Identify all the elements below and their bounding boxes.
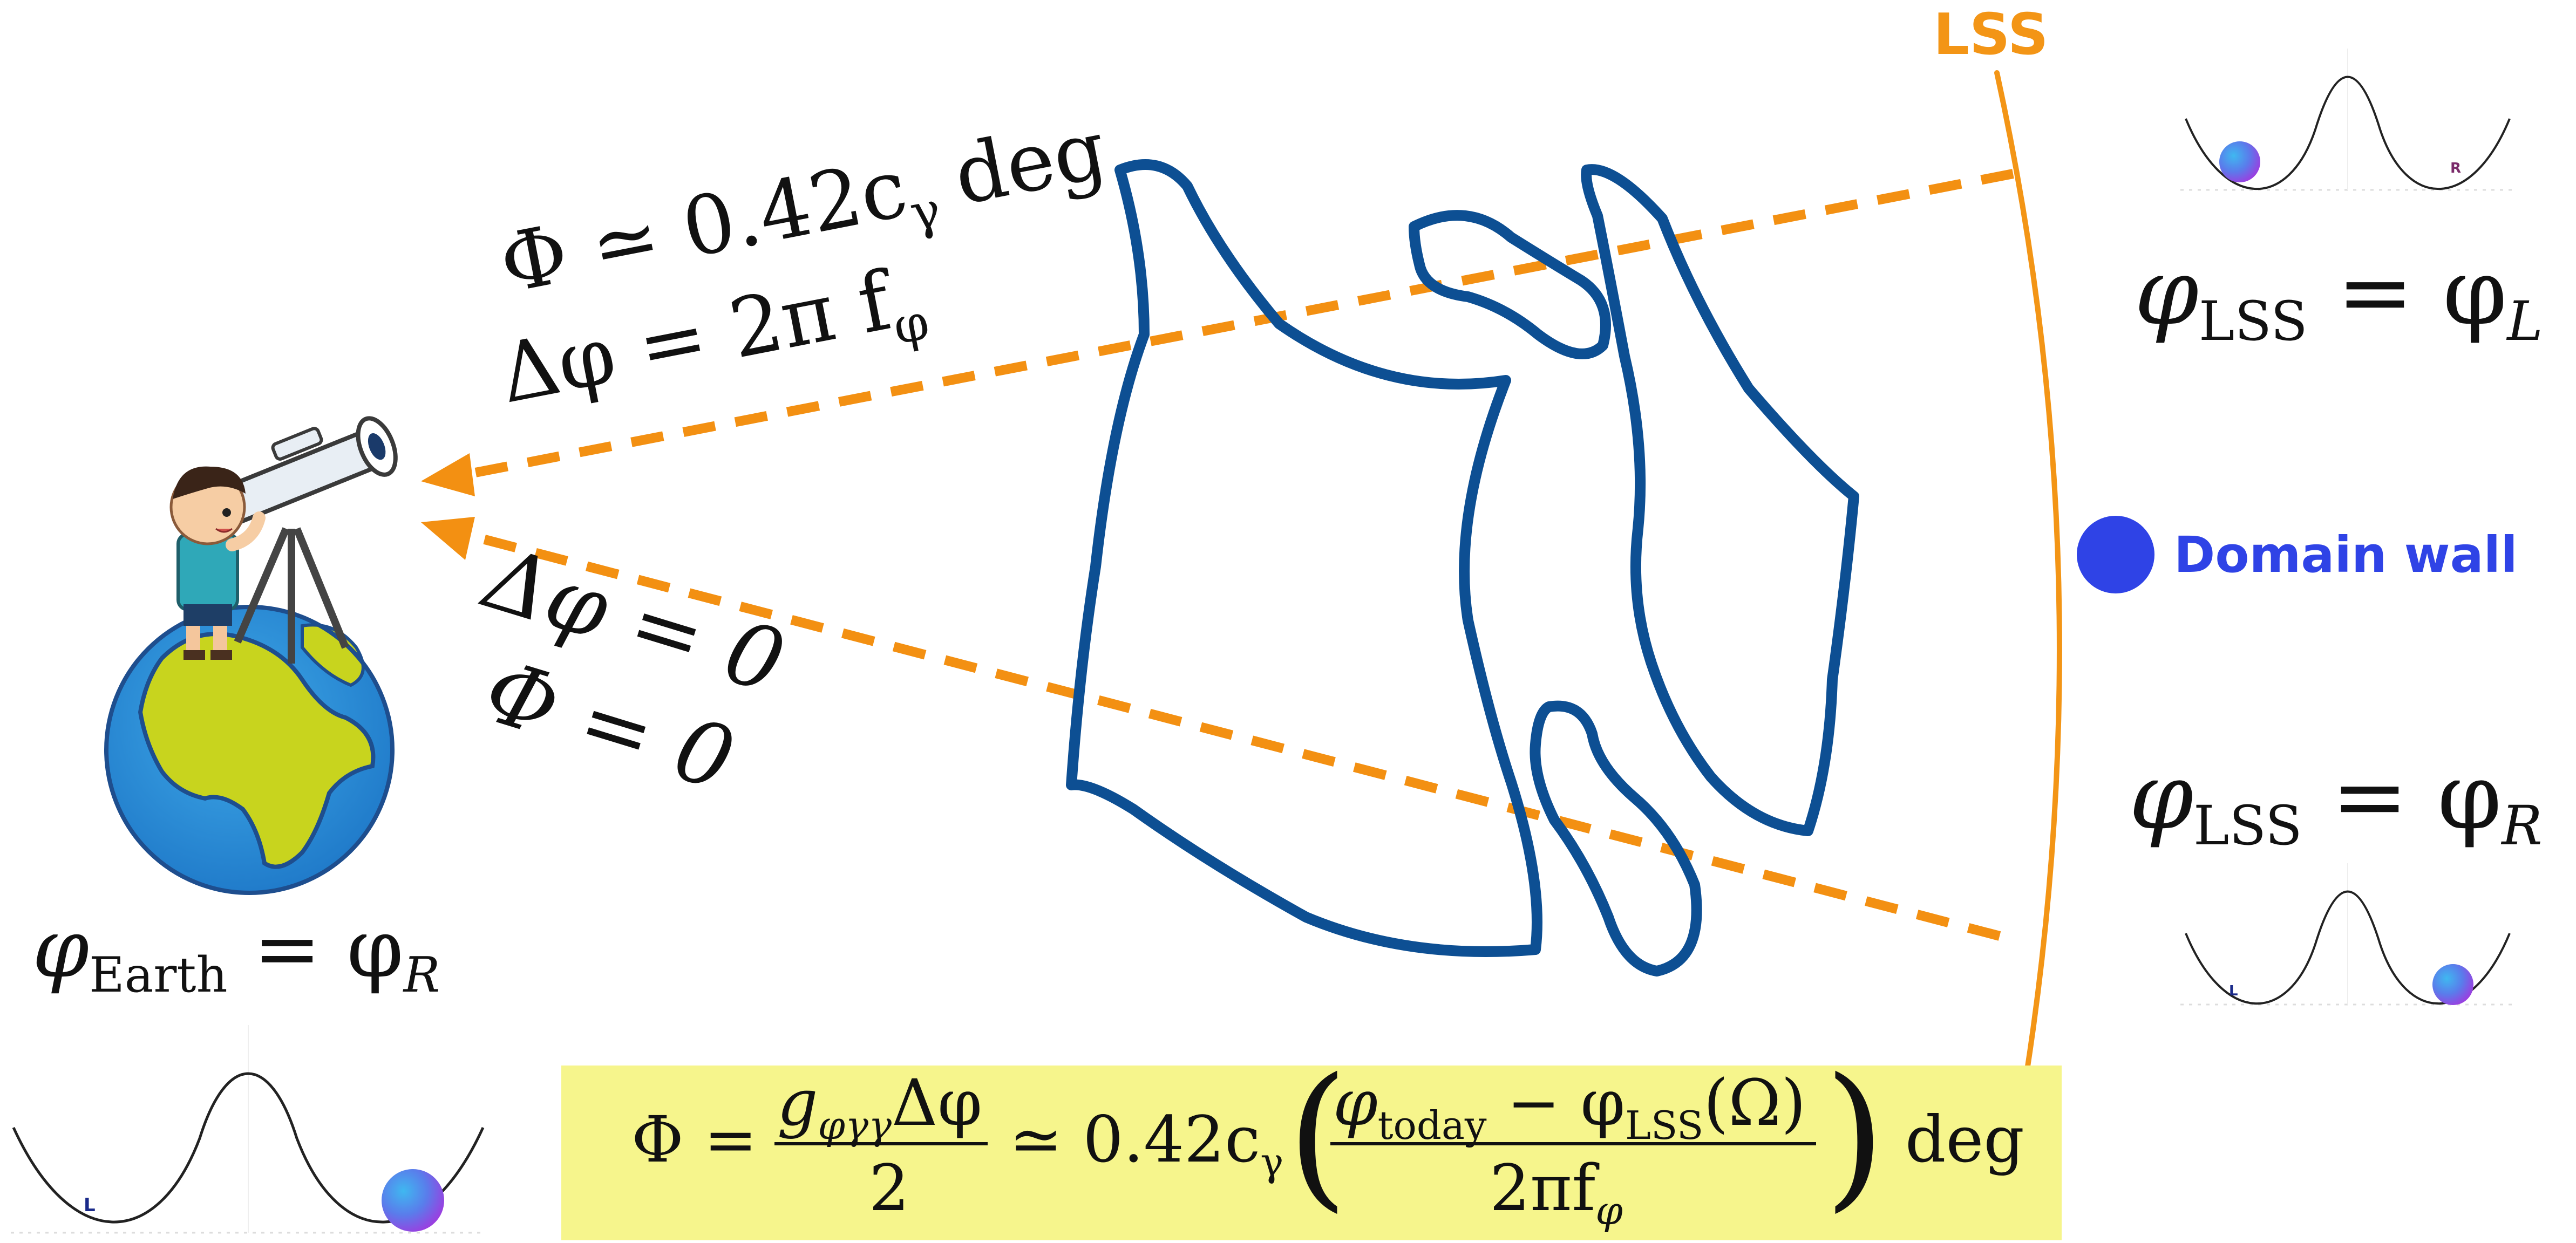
earth-globe-icon (106, 607, 392, 893)
lss-label: LSS (1933, 2, 2048, 67)
potential-label-l: L (84, 1194, 96, 1216)
lss-top-field: φLSS = φL (2135, 239, 2543, 353)
lower-path-label: Δφ = 0 Φ = 0 (440, 527, 796, 816)
formula-lhs: Φ = (631, 1102, 757, 1177)
domain-blob-small-top (1414, 215, 1606, 354)
lower-arrow-head (421, 517, 475, 560)
potential-well-bottom-left: L (11, 1025, 486, 1240)
formula-approx: ≃ 0.42cγ (1009, 1102, 1283, 1185)
domain-blob-right (1586, 169, 1854, 831)
potential-well-top-right: R (2180, 49, 2515, 205)
formula-frac1-denominator: 2 (869, 1151, 909, 1225)
lss-arc (1997, 73, 2060, 1074)
potential-well-bottom-right: L (2180, 863, 2515, 1020)
potential-ball-icon (2219, 141, 2260, 182)
potential-label-l: L (2229, 983, 2238, 999)
upper-rotation-unit: deg (947, 103, 1113, 223)
polarization-rotation-formula: Φ = gφγγΔφ 2 ≃ 0.42cγ ( φtoday − φLSS(Ω)… (561, 1066, 2062, 1240)
earth-field: φEarth = φR (32, 902, 440, 1003)
upper-path-label: Φ ≃ 0.42cγdeg Δφ = 2π fφ (472, 103, 1136, 432)
domain-wall-label: Domain wall (2174, 526, 2518, 584)
upper-arrow-head (421, 453, 475, 496)
domain-wall-dot (2077, 516, 2154, 593)
potential-label-r: R (2450, 160, 2461, 176)
domain-blobs (1071, 165, 1854, 971)
formula-unit: deg (1905, 1102, 2024, 1177)
potential-ball-icon (382, 1169, 444, 1232)
potential-ball-icon (2432, 964, 2473, 1005)
formula-right-paren: ) (1824, 1066, 1885, 1227)
lss-bottom-field: φLSS = φR (2129, 743, 2543, 857)
